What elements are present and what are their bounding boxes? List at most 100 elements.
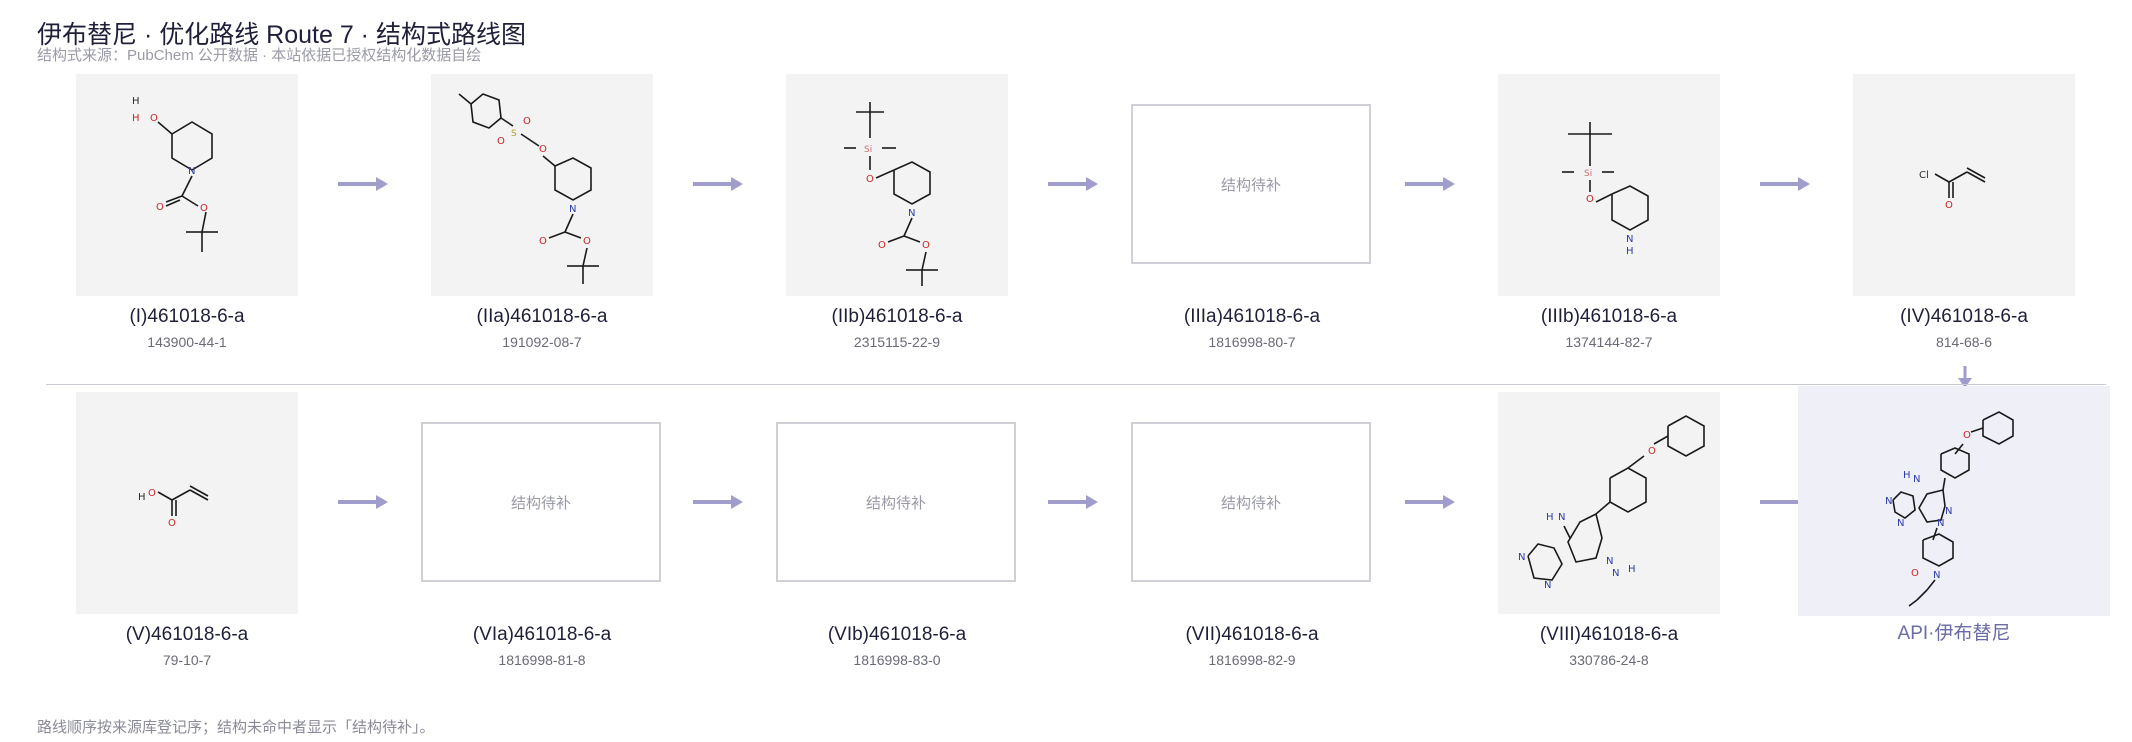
svg-text:H: H bbox=[132, 113, 140, 124]
svg-text:H: H bbox=[1626, 246, 1634, 257]
compound-label: (IIIb)461018-6-a bbox=[1498, 306, 1720, 328]
structure-placeholder: 结构待补 bbox=[1141, 74, 1363, 296]
cas-number: 1816998-80-7 bbox=[1141, 334, 1363, 350]
placeholder-frame: 结构待补 bbox=[776, 422, 1016, 582]
svg-text:O: O bbox=[1945, 200, 1953, 211]
compound-label: (I)461018-6-a bbox=[76, 306, 298, 328]
structure-tbs-piperidine: Si O N H bbox=[1498, 74, 1720, 296]
structure-image: Si O N O O bbox=[786, 74, 1008, 296]
compound-node-IIa[interactable]: S O O O N O O (IIa)461018-6-a 191092-08-… bbox=[431, 74, 653, 350]
compound-node-IIIb[interactable]: Si O N H (IIIb)461018-6-a 1374144-82-7 bbox=[1498, 74, 1720, 350]
cas-number: 814-68-6 bbox=[1853, 334, 2075, 350]
structure-acrylic-acid: H O O bbox=[76, 392, 298, 614]
svg-text:N: N bbox=[1626, 234, 1633, 245]
compound-label: (IIa)461018-6-a bbox=[431, 306, 653, 328]
arrow-right-icon bbox=[1048, 176, 1098, 192]
svg-text:O: O bbox=[1648, 446, 1656, 457]
structure-image: O H H N O O bbox=[76, 74, 298, 296]
structure-placeholder: 结构待补 bbox=[1141, 392, 1363, 614]
svg-text:O: O bbox=[200, 203, 208, 214]
compound-label: (V)461018-6-a bbox=[76, 624, 298, 646]
structure-image: O H N N N N N N O bbox=[1853, 392, 2075, 614]
structure-pyrazolopyrimidine: O H N N N N N H bbox=[1498, 392, 1720, 614]
svg-text:N: N bbox=[1606, 556, 1613, 567]
svg-text:N: N bbox=[1558, 512, 1565, 523]
svg-text:O: O bbox=[539, 236, 547, 247]
compound-label: (IIIa)461018-6-a bbox=[1141, 306, 1363, 328]
svg-text:N: N bbox=[1945, 506, 1952, 517]
svg-text:N: N bbox=[908, 208, 915, 219]
structure-image: S O O O N O O bbox=[431, 74, 653, 296]
compound-label: (IV)461018-6-a bbox=[1853, 306, 2075, 328]
api-label: API·伊布替尼 bbox=[1798, 618, 2110, 645]
compound-node-IIb[interactable]: Si O N O O (IIb)461018-6-a 2315115-22-9 bbox=[786, 74, 1008, 350]
compound-node-V[interactable]: H O O (V)461018-6-a 79-10-7 bbox=[76, 392, 298, 668]
svg-text:O: O bbox=[523, 116, 531, 127]
compound-node-VII[interactable]: 结构待补 (VII)461018-6-a 1816998-82-9 bbox=[1141, 392, 1363, 668]
svg-text:N: N bbox=[1518, 552, 1525, 563]
svg-text:O: O bbox=[1963, 430, 1971, 441]
svg-text:N: N bbox=[1897, 518, 1904, 529]
placeholder-frame: 结构待补 bbox=[1131, 104, 1371, 264]
compound-label: (VIa)461018-6-a bbox=[431, 624, 653, 646]
svg-text:N: N bbox=[1933, 570, 1940, 581]
arrow-right-icon bbox=[1760, 176, 1810, 192]
svg-text:H: H bbox=[132, 96, 140, 107]
page-subtitle: 结构式来源：PubChem 公开数据 · 本站依据已授权结构化数据自绘 bbox=[37, 44, 481, 65]
structure-image: Cl O bbox=[1853, 74, 2075, 296]
structure-hydroxy-piperidine-boc: O H H N O O bbox=[76, 74, 298, 296]
compound-node-I[interactable]: O H H N O O (I)461018-6-a 143900-44-1 bbox=[76, 74, 298, 350]
compound-label: (VIII)461018-6-a bbox=[1498, 624, 1720, 646]
svg-text:H: H bbox=[1903, 470, 1911, 481]
compound-label: (IIb)461018-6-a bbox=[786, 306, 1008, 328]
svg-text:O: O bbox=[922, 240, 930, 251]
compound-node-IIIa[interactable]: 结构待补 (IIIa)461018-6-a 1816998-80-7 bbox=[1141, 74, 1363, 350]
arrow-right-icon bbox=[338, 494, 388, 510]
structure-tbs-piperidine-boc: Si O N O O bbox=[786, 74, 1008, 296]
svg-text:Si: Si bbox=[1584, 169, 1592, 179]
svg-text:O: O bbox=[866, 174, 874, 185]
svg-text:O: O bbox=[1911, 568, 1919, 579]
compound-node-VIb[interactable]: 结构待补 (VIb)461018-6-a 1816998-83-0 bbox=[786, 392, 1008, 668]
structure-ibrutinib: O H N N N N N N O bbox=[1853, 392, 2075, 614]
svg-text:O: O bbox=[583, 236, 591, 247]
svg-text:O: O bbox=[168, 518, 176, 529]
cas-number: 79-10-7 bbox=[76, 652, 298, 668]
compound-node-VIa[interactable]: 结构待补 (VIa)461018-6-a 1816998-81-8 bbox=[431, 392, 653, 668]
compound-node-api[interactable]: O H N N N N N N O bbox=[1853, 392, 2075, 614]
svg-text:H: H bbox=[1628, 564, 1636, 575]
cas-number: 191092-08-7 bbox=[431, 334, 653, 350]
arrow-right-icon bbox=[693, 494, 743, 510]
svg-text:H: H bbox=[1546, 512, 1554, 523]
structure-image: Si O N H bbox=[1498, 74, 1720, 296]
svg-text:N: N bbox=[1885, 496, 1892, 507]
structure-image: H O O bbox=[76, 392, 298, 614]
cas-number: 143900-44-1 bbox=[76, 334, 298, 350]
arrow-right-icon bbox=[1405, 176, 1455, 192]
svg-text:H: H bbox=[138, 492, 146, 503]
svg-text:O: O bbox=[539, 144, 547, 155]
placeholder-frame: 结构待补 bbox=[421, 422, 661, 582]
cas-number: 2315115-22-9 bbox=[786, 334, 1008, 350]
structure-placeholder: 结构待补 bbox=[431, 392, 653, 614]
compound-label: (VIb)461018-6-a bbox=[786, 624, 1008, 646]
row-divider bbox=[46, 384, 2106, 385]
svg-text:Si: Si bbox=[864, 145, 872, 155]
svg-text:N: N bbox=[188, 166, 195, 177]
svg-text:Cl: Cl bbox=[1919, 170, 1929, 181]
svg-text:N: N bbox=[569, 204, 576, 215]
cas-number: 1816998-81-8 bbox=[431, 652, 653, 668]
cas-number: 1816998-82-9 bbox=[1141, 652, 1363, 668]
compound-node-IV[interactable]: Cl O (IV)461018-6-a 814-68-6 bbox=[1853, 74, 2075, 350]
svg-text:S: S bbox=[511, 129, 517, 139]
cas-number: 1374144-82-7 bbox=[1498, 334, 1720, 350]
compound-node-VIII[interactable]: O H N N N N N H (VIII)461018-6-a 330786-… bbox=[1498, 392, 1720, 668]
svg-text:N: N bbox=[1913, 474, 1920, 485]
placeholder-frame: 结构待补 bbox=[1131, 422, 1371, 582]
cas-number: 330786-24-8 bbox=[1498, 652, 1720, 668]
compound-label: (VII)461018-6-a bbox=[1141, 624, 1363, 646]
arrow-right-icon bbox=[338, 176, 388, 192]
svg-text:O: O bbox=[148, 488, 156, 499]
svg-text:O: O bbox=[497, 136, 505, 147]
svg-text:N: N bbox=[1612, 568, 1619, 579]
